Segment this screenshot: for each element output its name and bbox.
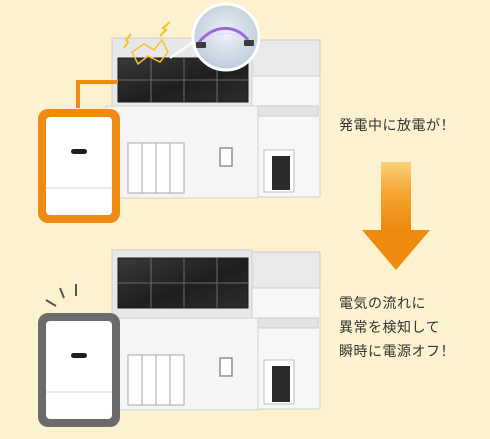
alert-lines-icon bbox=[45, 284, 77, 307]
annex-band bbox=[253, 105, 319, 117]
small-window bbox=[219, 357, 233, 377]
bottom-house bbox=[105, 249, 321, 411]
top-house bbox=[76, 2, 321, 199]
status-indicator bbox=[71, 149, 87, 154]
bottom-caption-line-3: 瞬時に電源オフ！ bbox=[339, 344, 455, 360]
down-arrow bbox=[362, 162, 430, 270]
bottom-caption-line-2: 異常を検知して bbox=[339, 320, 441, 336]
lightning-spark-icon bbox=[123, 21, 171, 66]
top-caption: 発電中に放電が！ bbox=[339, 114, 455, 138]
conduit-line bbox=[76, 80, 118, 108]
small-window bbox=[219, 147, 233, 167]
status-indicator bbox=[71, 353, 87, 358]
bottom-caption: 電気の流れに 異常を検知して 瞬時に電源オフ！ bbox=[339, 292, 455, 364]
power-conditioner-alert bbox=[38, 109, 120, 223]
top-caption-text: 発電中に放電が！ bbox=[339, 118, 455, 134]
door bbox=[272, 366, 290, 402]
electric-arc-magnifier-icon bbox=[169, 2, 261, 72]
bottom-caption-line-1: 電気の流れに bbox=[339, 296, 426, 312]
door bbox=[272, 156, 290, 190]
power-conditioner-off bbox=[38, 313, 120, 427]
solar-panel-array bbox=[117, 257, 249, 309]
